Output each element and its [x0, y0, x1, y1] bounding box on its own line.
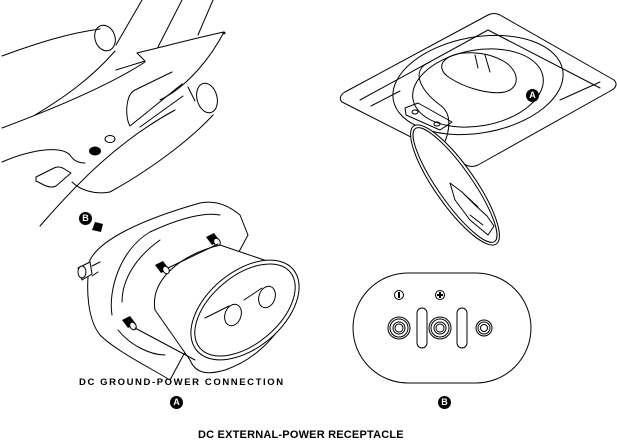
separator-slot [456, 307, 468, 349]
callout-b-pointer: B [79, 212, 92, 225]
ground-power-connector-drawing [77, 201, 300, 381]
aircraft-fuselage-drawing [1, 0, 226, 227]
receptacle-installation-drawing [339, 13, 617, 246]
callout-b-receptacle: B [438, 396, 451, 409]
receptacle-face-drawing [352, 272, 532, 384]
diagram-title: DC EXTERNAL-POWER RECEPTACLE [198, 429, 404, 441]
callout-a-aircraft: A [526, 89, 539, 102]
connection-caption: DC GROUND-POWER CONNECTION [79, 377, 285, 388]
negative-terminal-icon [394, 290, 404, 300]
separator-slot [416, 307, 428, 349]
positive-terminal-icon [435, 290, 445, 300]
small-pin-socket [475, 319, 493, 337]
negative-terminal-socket [387, 316, 411, 340]
callout-a-connection: A [170, 396, 183, 409]
positive-terminal-socket [428, 316, 452, 340]
threaded-stud [206, 233, 221, 247]
